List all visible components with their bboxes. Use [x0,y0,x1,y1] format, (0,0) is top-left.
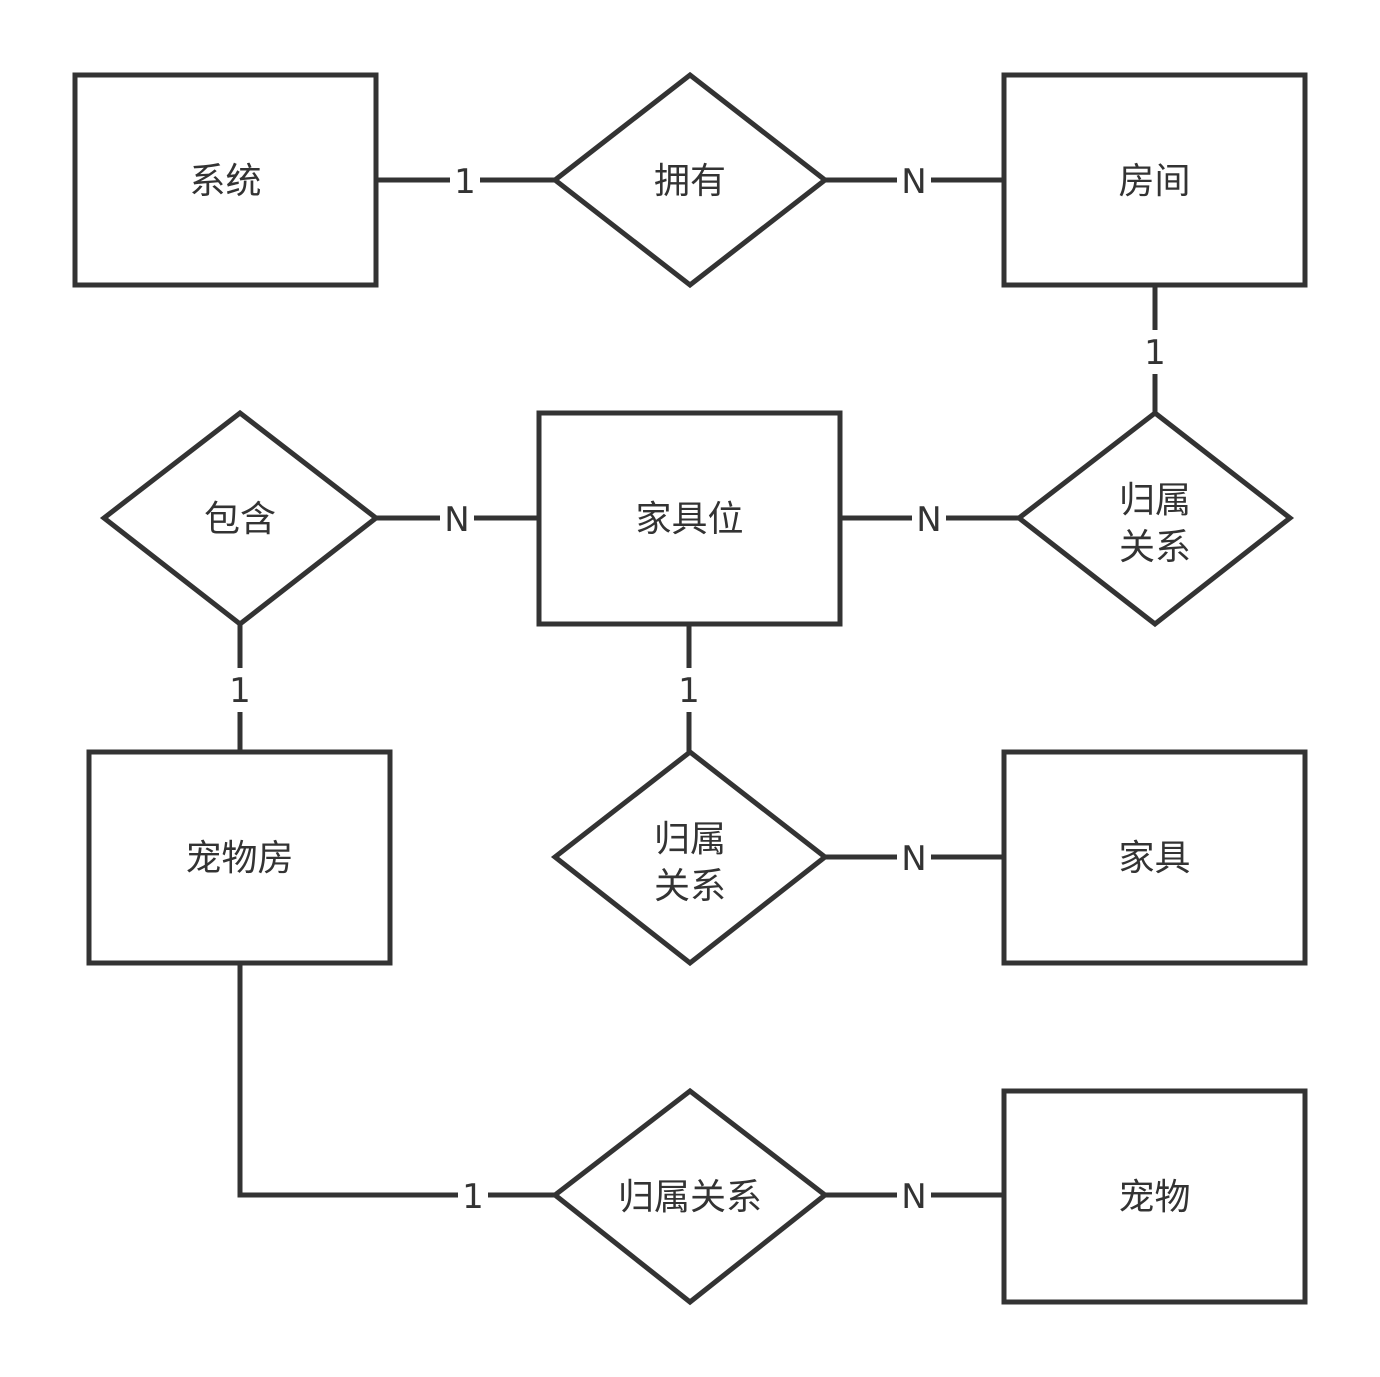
entity-pet-room-label: 宠物房 [185,838,293,879]
relationship-contains-label: 包含 [204,499,276,540]
cardinality-belongs-pet: N [901,1177,926,1217]
relationship-belongs-room: 归属 关系 [1014,409,1295,628]
entity-pet: 宠物 [1001,1088,1308,1305]
cardinality-has-room: N [901,162,926,202]
edge-petroom-belongs [237,963,555,1198]
relationship-belongs-furniture-label-line2: 关系 [654,866,726,907]
cardinality-contains-petroom: 1 [229,671,251,711]
cardinality-room-belongs: 1 [1144,333,1166,373]
entity-furniture-slot: 家具位 [536,410,843,627]
relationship-has-label: 拥有 [654,161,726,202]
relationship-belongs-room-label-line2: 关系 [1119,527,1191,568]
cardinality-labels: 1 N 1 N N 1 1 N 1 N [225,160,1170,1217]
entity-system: 系统 [72,72,379,288]
relationship-contains: 包含 [99,409,381,628]
entity-pet-label: 宠物 [1118,1177,1190,1218]
cardinality-contains-slot: N [444,500,469,540]
cardinality-slot-belongs-room: N [916,500,941,540]
relationship-belongs-room-label-line1: 归属 [1119,480,1191,521]
cardinality-system-has: 1 [454,162,476,202]
relationship-belongs-pet: 归属关系 [550,1087,830,1306]
entity-system-label: 系统 [189,161,261,202]
entity-furniture-label: 家具 [1118,838,1190,879]
relationship-belongs-furniture: 归属 关系 [550,748,830,967]
entity-room: 房间 [1001,72,1308,288]
entity-pet-room: 宠物房 [86,749,393,966]
cardinality-slot-belongs-furniture: 1 [678,671,700,711]
entity-furniture: 家具 [1001,749,1308,966]
entity-furniture-slot-label: 家具位 [635,499,743,540]
entity-room-label: 房间 [1118,161,1190,202]
relationship-belongs-furniture-label-line1: 归属 [654,819,726,860]
cardinality-petroom-belongs: 1 [462,1177,484,1217]
relationship-has: 拥有 [550,71,830,289]
cardinality-belongs-furniture: N [901,839,926,879]
relationship-belongs-pet-label: 归属关系 [618,1177,762,1218]
